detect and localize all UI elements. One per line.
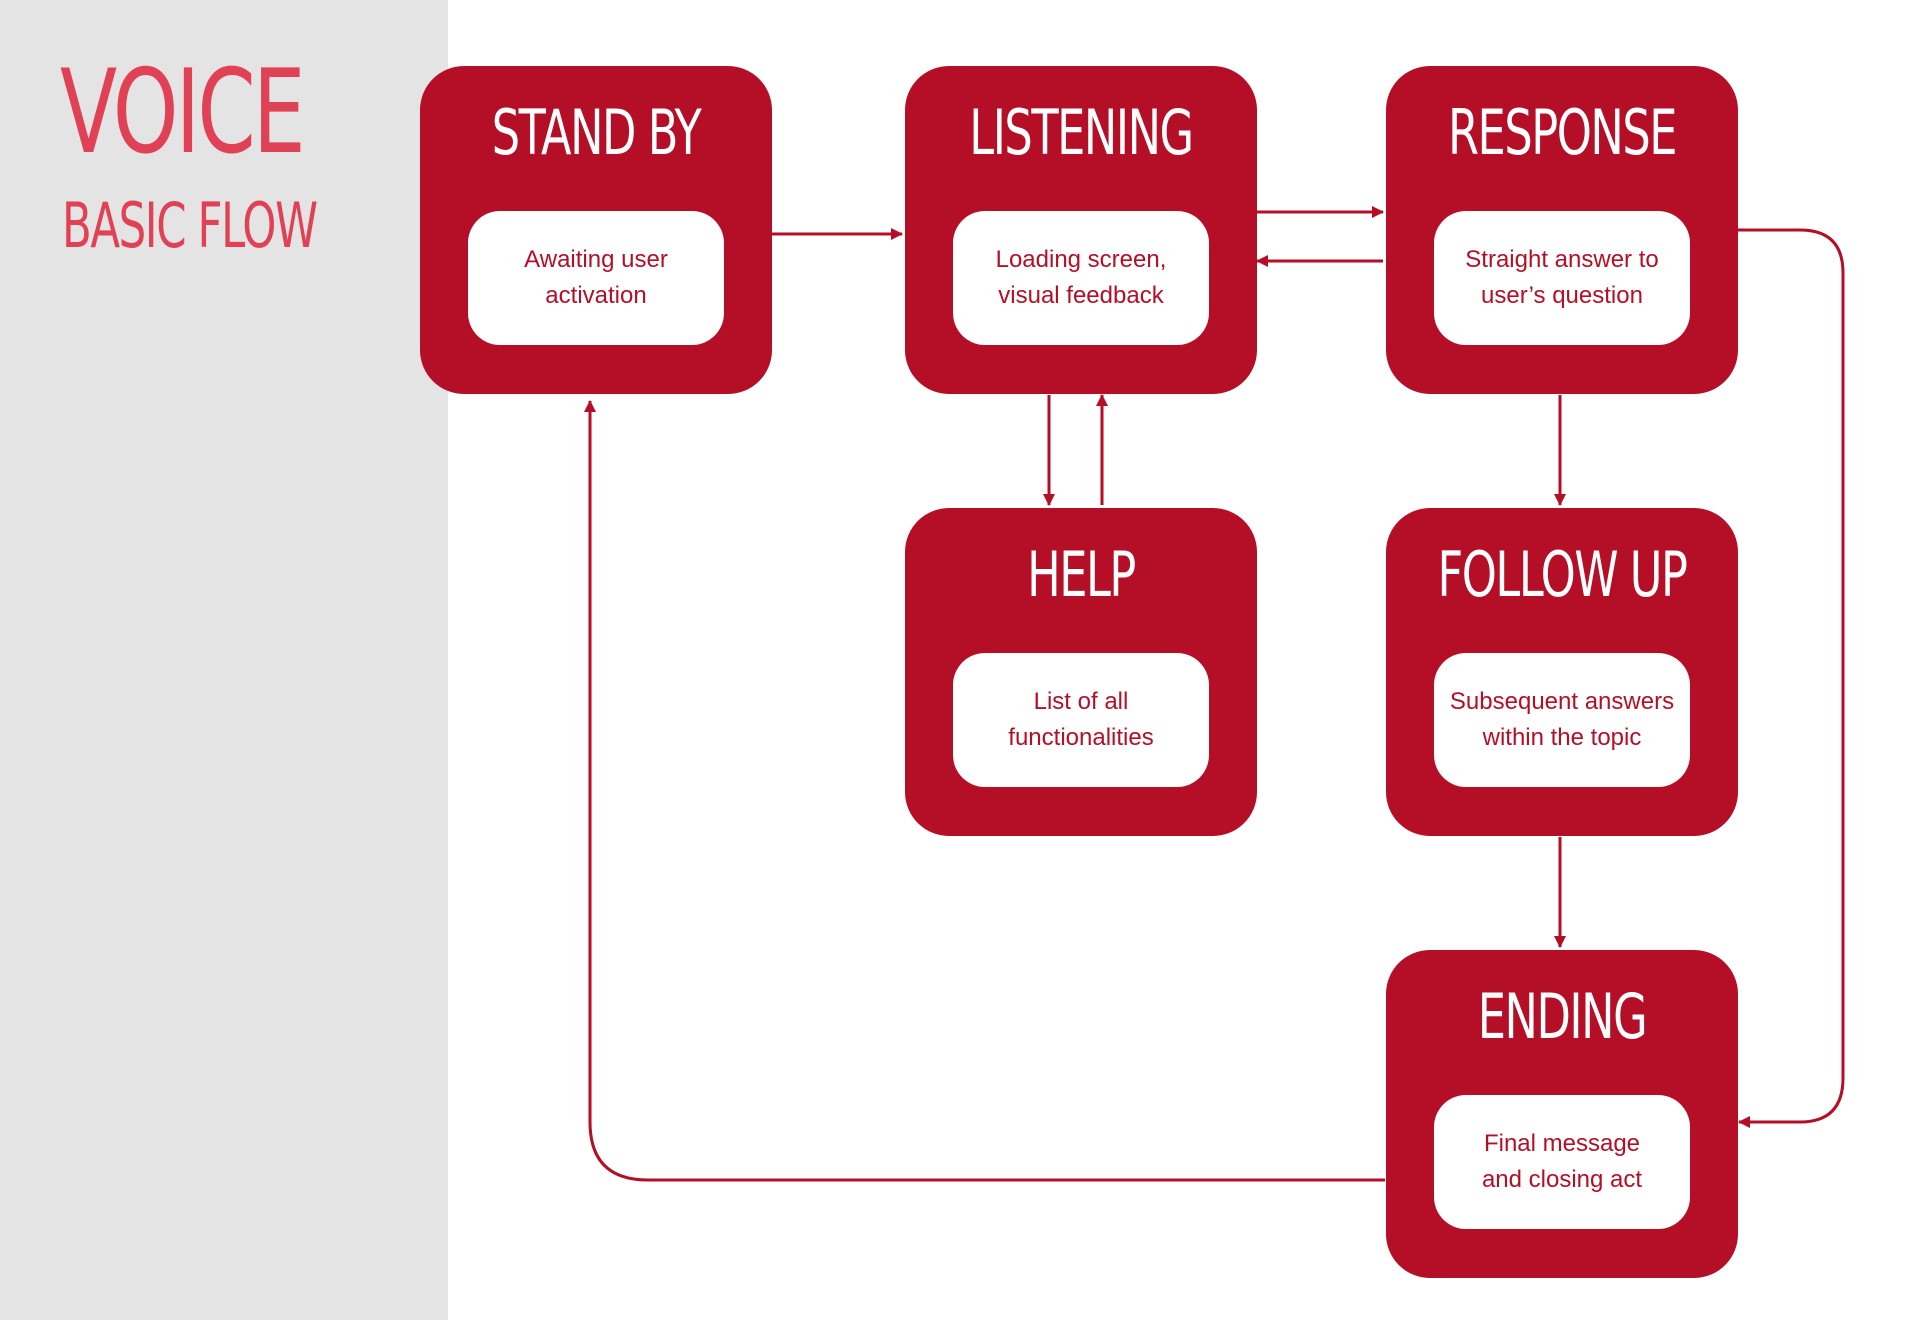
node-listening: LISTENING Loading screen, visual feedbac… [905, 66, 1257, 394]
edge-ending-standby [584, 400, 1385, 1182]
node-standby-title: STAND BY [491, 96, 702, 169]
node-response: RESPONSE Straight answer to user’s quest… [1386, 66, 1738, 394]
node-followup: FOLLOW UP Subsequent answers within the … [1386, 508, 1738, 836]
page-title: VOICE [60, 45, 306, 180]
node-standby-card: Awaiting user activation [468, 211, 724, 345]
node-followup-description: Subsequent answers within the topic [1449, 688, 1675, 751]
node-standby-description: Awaiting user activation [524, 246, 668, 309]
node-ending-card: Final message and closing act [1434, 1095, 1690, 1229]
side-panel [0, 0, 448, 1320]
node-standby: STAND BY Awaiting user activation [420, 66, 772, 394]
node-ending: ENDING Final message and closing act [1386, 950, 1738, 1278]
node-listening-card: Loading screen, visual feedback [953, 211, 1209, 345]
node-help-description: List of all functionalities [1008, 688, 1154, 751]
node-ending-title: ENDING [1477, 980, 1648, 1053]
node-response-description: Straight answer to user’s question [1465, 246, 1659, 309]
node-listening-title: LISTENING [969, 96, 1194, 169]
node-help-title: HELP [1027, 538, 1136, 611]
node-followup-card: Subsequent answers within the topic [1434, 653, 1690, 787]
page-subtitle: BASIC FLOW [62, 189, 318, 262]
node-ending-description: Final message and closing act [1481, 1130, 1643, 1193]
node-response-title: RESPONSE [1447, 96, 1677, 169]
node-help: HELP List of all functionalities [905, 508, 1257, 836]
node-response-card: Straight answer to user’s question [1434, 211, 1690, 345]
edge-response-ending [1735, 228, 1845, 1128]
node-help-card: List of all functionalities [953, 653, 1209, 787]
node-listening-description: Loading screen, visual feedback [995, 246, 1167, 309]
node-followup-title: FOLLOW UP [1437, 538, 1688, 611]
